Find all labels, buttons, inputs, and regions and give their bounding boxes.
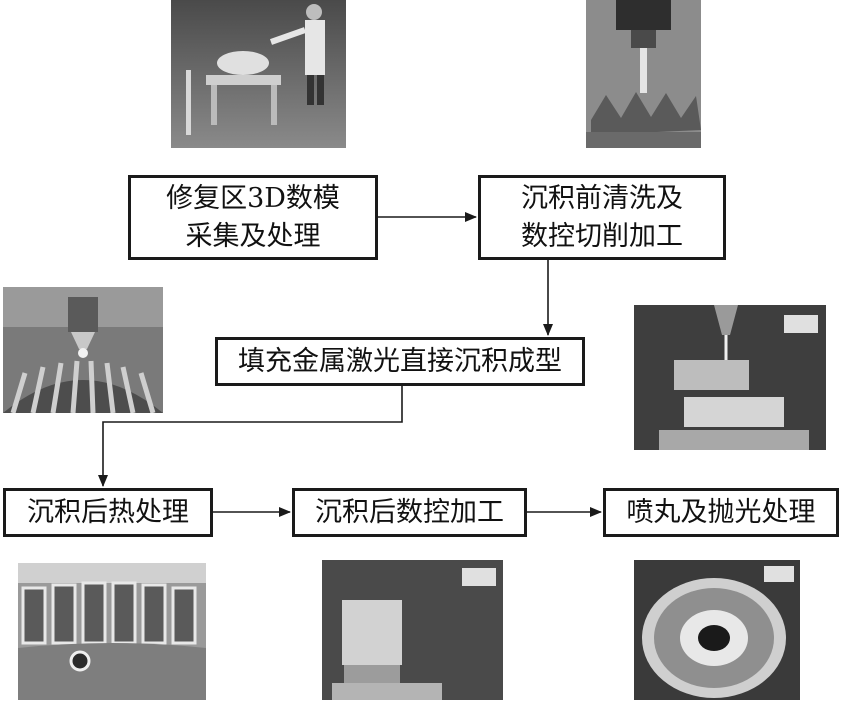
step-post-heat-treatment-label: 沉积后热处理 bbox=[27, 496, 189, 528]
photo-machined-part bbox=[322, 560, 503, 700]
step-3d-data-acquisition: 修复区3D数模 采集及处理 bbox=[128, 175, 378, 260]
photo-laser-nozzle-blades bbox=[3, 287, 163, 413]
step-post-heat-treatment: 沉积后热处理 bbox=[3, 488, 213, 537]
step-shot-peening-polishing-label: 喷丸及抛光处理 bbox=[626, 496, 816, 528]
step-cleaning-cnc-cutting-line2: 数控切削加工 bbox=[521, 220, 683, 252]
photo-blisk-after-heat bbox=[18, 563, 206, 700]
step-3d-data-acquisition-line1: 修复区3D数模 bbox=[166, 182, 340, 214]
step-cleaning-cnc-cutting-line1: 沉积前清洗及 bbox=[521, 182, 683, 214]
step-laser-deposition-label: 填充金属激光直接沉积成型 bbox=[238, 345, 562, 377]
photo-polished-disk bbox=[634, 560, 800, 700]
step-cleaning-cnc-cutting: 沉积前清洗及 数控切削加工 bbox=[478, 175, 726, 260]
step-post-cnc-machining: 沉积后数控加工 bbox=[292, 488, 527, 537]
arrow-deposit-to-heat bbox=[98, 386, 403, 487]
step-laser-deposition: 填充金属激光直接沉积成型 bbox=[215, 337, 585, 386]
step-shot-peening-polishing: 喷丸及抛光处理 bbox=[603, 488, 839, 537]
step-post-cnc-machining-label: 沉积后数控加工 bbox=[315, 496, 504, 528]
photo-cnc-spindle bbox=[586, 0, 701, 148]
photo-3d-scanning bbox=[171, 0, 346, 148]
step-3d-data-acquisition-line2: 采集及处理 bbox=[185, 220, 321, 252]
photo-deposition-block bbox=[634, 305, 826, 450]
